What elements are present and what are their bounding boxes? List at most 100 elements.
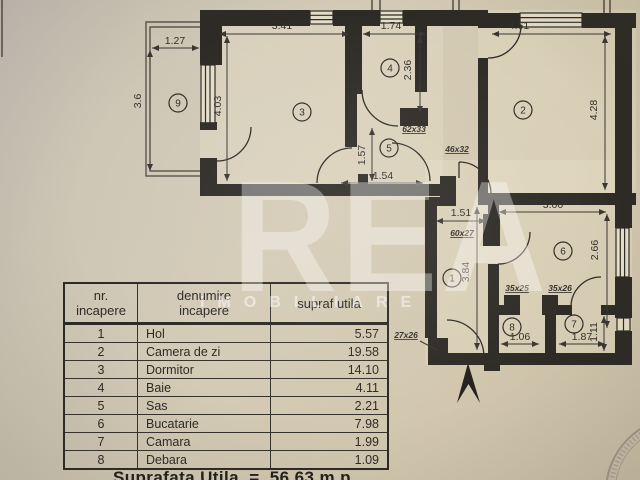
room-number: 4 — [387, 64, 393, 75]
dimension-label: 1.06 — [510, 331, 531, 343]
room-number: 8 — [509, 323, 515, 334]
header-nr: nr. incapere — [63, 282, 138, 325]
header-area: supraf utila — [270, 282, 389, 325]
room-number: 2 — [520, 106, 526, 117]
pantry-door-arc — [570, 276, 602, 308]
room-number: 3 — [299, 108, 305, 119]
column-label-leader — [419, 340, 438, 351]
room-name-cell: Hol — [137, 323, 271, 343]
dimension-labels: 1.27 3.41 1.74 4.61 1.54 1.51 3.00 1.06 1.87 3.6 4… — [132, 20, 601, 343]
room-number-cell: 5 — [63, 396, 138, 415]
room-number-circles: 1 2 3 4 5 6 7 8 9 — [168, 58, 584, 337]
column-size-label: 60x27 — [450, 228, 475, 238]
room-number-cell: 7 — [63, 432, 138, 451]
entrance-door-arc — [446, 319, 485, 358]
room-number-cell: 4 — [63, 378, 138, 397]
hall-passage-door-arc — [458, 161, 492, 195]
table-header: nr. incapere denumire incapere supraf ut… — [63, 282, 389, 325]
room-circle — [513, 100, 533, 120]
room-number-cell: 3 — [63, 360, 138, 379]
room-number: 5 — [386, 144, 392, 155]
balcony-door-arc — [216, 126, 252, 162]
column-size-label: 35x25 — [505, 283, 529, 293]
room-circle — [502, 317, 522, 337]
room-circle — [442, 268, 462, 288]
room-area-cell: 7.98 — [270, 414, 389, 433]
total-usable-area: Suprafata Utila = 56.63 m.p. — [113, 468, 357, 480]
column-size-label: 62x33 — [402, 124, 426, 134]
column-size-label: 35x26 — [548, 283, 572, 293]
room-name-cell: Bucatarie — [137, 414, 271, 433]
north-arrow-icon — [457, 363, 480, 403]
door-arcs — [216, 24, 602, 358]
room-area-cell: 4.11 — [270, 378, 389, 397]
room-number-cell: 1 — [63, 323, 138, 343]
dimension-label: 1.57 — [356, 145, 368, 166]
bathroom-door-arc — [361, 89, 399, 127]
room-circle — [168, 93, 188, 113]
column-size-labels: 62x33 46x32 60x27 35x25 35x26 27x26 — [393, 124, 572, 340]
room-area-cell: 19.58 — [270, 342, 389, 361]
room-circle — [379, 138, 399, 158]
dimension-label: 3.00 — [543, 199, 564, 211]
dimension-label: 1.87 — [572, 331, 593, 343]
room-number: 1 — [449, 274, 455, 285]
dimension-label: 1.54 — [373, 170, 394, 182]
room-number-cell: 8 — [63, 450, 138, 470]
dimension-label: 4.61 — [509, 20, 530, 32]
room-name-cell: Debara — [137, 450, 271, 470]
room-circle — [553, 241, 573, 261]
room-name-cell: Baie — [137, 378, 271, 397]
kitchen-door-arc — [497, 231, 531, 265]
dimension-label: 4.03 — [212, 96, 224, 117]
vestibule-door-arc — [391, 142, 431, 182]
room-number-cell: 6 — [63, 414, 138, 433]
dimension-label: 2.66 — [589, 240, 601, 261]
dimension-label: 3.6 — [132, 94, 144, 109]
column-size-label: 46x32 — [444, 144, 469, 154]
room-circle — [564, 314, 584, 334]
room-name-cell: Camara — [137, 432, 271, 451]
room-area-table: nr. incapere denumire incapere supraf ut… — [63, 282, 389, 470]
room-number: 7 — [571, 320, 577, 331]
windows — [200, 10, 631, 332]
room-circle — [380, 58, 400, 78]
room-area-cell: 1.99 — [270, 432, 389, 451]
dimension-label: 1.11 — [588, 322, 600, 342]
dimension-lines — [147, 31, 611, 351]
room-number: 9 — [175, 99, 181, 110]
dimension-label: 3.41 — [272, 20, 293, 32]
room-area-cell: 14.10 — [270, 360, 389, 379]
stamp-icon — [605, 428, 640, 480]
header-name: denumire incapere — [137, 282, 271, 325]
livingroom-door-arc — [487, 24, 522, 59]
dimension-label: 2.36 — [402, 60, 414, 81]
dimension-label: 1.74 — [381, 20, 402, 32]
room-area-cell: 5.57 — [270, 323, 389, 343]
dimension-label: 1.51 — [451, 207, 472, 219]
room-area-cell: 2.21 — [270, 396, 389, 415]
column-size-label: 27x26 — [393, 330, 418, 340]
room-name-cell: Camera de zi — [137, 342, 271, 361]
room-number: 6 — [560, 247, 566, 258]
dimension-label: 3.84 — [460, 262, 472, 283]
dimension-label: 4.28 — [588, 100, 600, 121]
dimension-label: 1.27 — [165, 35, 186, 47]
room-number-cell: 2 — [63, 342, 138, 361]
room-circle — [292, 102, 312, 122]
room-area-cell: 1.09 — [270, 450, 389, 470]
room-name-cell: Dormitor — [137, 360, 271, 379]
room-name-cell: Sas — [137, 396, 271, 415]
adjacent-structure-lines — [1, 0, 611, 57]
